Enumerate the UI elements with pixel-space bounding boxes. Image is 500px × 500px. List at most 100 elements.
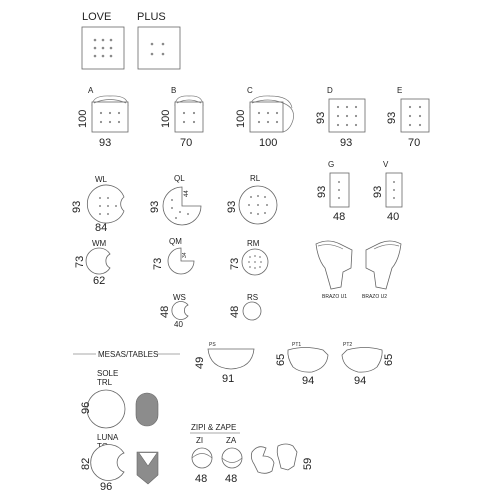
pouf-pt1-depth: 65 [275, 354, 287, 366]
round-rm-depth: 73 [229, 258, 241, 270]
zipi-height: 59 [302, 458, 314, 470]
pouf-pt1: PT1 65 94 [275, 342, 329, 387]
zipi-za-line [221, 457, 243, 463]
module-e-buttons [408, 105, 422, 127]
round-wl-width: 84 [95, 222, 107, 234]
zipi-za-shape [221, 447, 243, 469]
module-a-backrest-line [93, 99, 127, 104]
module-b-label: B [171, 86, 176, 95]
pouf-pt2: PT2 65 94 [341, 342, 395, 387]
round-ws-shape [171, 301, 189, 320]
module-d-buttons [336, 105, 358, 127]
round-ws-depth: 48 [159, 306, 171, 318]
pouf-ps-depth: 49 [194, 357, 206, 369]
round-ws: WS 48 40 [159, 293, 189, 329]
module-b-shape [174, 101, 204, 133]
zipi-side-a [250, 446, 275, 474]
table-sole-top [86, 389, 126, 429]
module-g-label: G [328, 160, 334, 169]
round-qm-depth: 73 [152, 258, 164, 270]
module-d-depth: 93 [315, 112, 327, 124]
plus-shape [137, 26, 181, 70]
module-g-depth: 93 [316, 186, 328, 198]
round-rs: RS 48 [229, 293, 262, 321]
pouf-ps-width: 91 [222, 373, 234, 385]
pouf-ps-shape [207, 348, 255, 370]
module-e-label: E [397, 86, 402, 95]
module-v-width: 40 [387, 211, 399, 223]
module-g-buttons [338, 181, 340, 199]
round-wm: WM 73 62 [74, 239, 111, 287]
round-ql: QL 44 93 [149, 174, 202, 226]
round-qm-shape [167, 247, 195, 275]
brazo-u2-line [373, 244, 400, 250]
table-luna-name: LUNA [97, 433, 119, 442]
zipi-side-b [276, 443, 298, 471]
round-wm-depth: 73 [74, 256, 86, 268]
pouf-pt1-width: 94 [302, 375, 314, 387]
round-qm-label: QM [169, 237, 182, 246]
table-luna-side [136, 451, 159, 485]
module-d-width: 93 [340, 137, 352, 149]
table-sole: SOLE TRL 96 [80, 369, 159, 429]
zipi-zi-shape [191, 447, 213, 469]
module-c-label: C [247, 86, 253, 95]
module-e-width: 70 [408, 137, 420, 149]
zipi-zape-title: ZIPI & ZAPE [191, 423, 236, 432]
table-luna: LUNA TQ 82 96 [80, 433, 159, 493]
module-b-backrest-line [176, 99, 202, 104]
round-wl-shape [87, 184, 125, 224]
module-g: G 93 48 [316, 160, 350, 223]
pouf-ps-label: PS [209, 342, 216, 348]
zipi-zi-width: 48 [195, 473, 207, 485]
round-wl: WL 93 84 [71, 175, 125, 234]
module-a-label: A [88, 86, 94, 95]
brazo-u1-line [317, 244, 344, 250]
love-title: LOVE [82, 11, 111, 23]
round-ql-inner: 44 [184, 190, 190, 197]
table-luna-top [90, 444, 125, 481]
module-c-shape [249, 101, 284, 133]
module-c-arm [282, 102, 294, 133]
brazo-u1: BRAZO U1 [315, 240, 353, 300]
round-rl-label: RL [250, 174, 261, 183]
module-a-back [91, 95, 129, 107]
table-sole-code: TRL [97, 378, 113, 387]
brazo-u2-shape [365, 240, 402, 290]
module-v-buttons [393, 181, 395, 199]
module-c: C 100 100 [235, 86, 294, 149]
pouf-pt1-label: PT1 [292, 342, 301, 348]
zipi-zi-line [191, 453, 213, 459]
round-ql-depth: 93 [149, 201, 161, 213]
round-wl-buttons [99, 197, 117, 215]
round-wl-label: WL [95, 175, 108, 184]
module-e-shape [400, 98, 430, 133]
round-ql-shape [162, 186, 202, 226]
brazo-u1-shape [315, 240, 353, 290]
module-c-buttons [257, 111, 279, 124]
module-a-width: 93 [99, 137, 111, 149]
round-ql-label: QL [174, 174, 185, 183]
round-qm-inner: 34 [182, 252, 188, 258]
plus-title: PLUS [137, 11, 166, 23]
zipi-zi: ZI 48 [191, 436, 213, 485]
module-c-width: 100 [259, 137, 277, 149]
pouf-pt2-width: 94 [354, 375, 366, 387]
pouf-pt2-label: PT2 [343, 342, 352, 348]
round-qm: QM 34 73 [152, 237, 195, 275]
round-ws-width: 40 [174, 320, 183, 329]
zipi-zape-header: ZIPI & ZAPE [190, 423, 240, 434]
round-rl-buttons [248, 195, 268, 215]
module-a: A 100 93 [77, 86, 129, 149]
round-rs-label: RS [247, 293, 258, 302]
round-wl-depth: 93 [71, 201, 83, 213]
table-sole-side [135, 392, 159, 427]
zipi-za-width: 48 [225, 473, 237, 485]
brazo-u1-label: BRAZO U1 [322, 294, 347, 300]
module-b-depth: 100 [160, 110, 172, 128]
table-luna-notch [138, 452, 158, 467]
module-v-depth: 93 [372, 186, 384, 198]
round-ws-label: WS [173, 293, 186, 302]
module-a-shape [91, 101, 129, 133]
pouf-ps: PS 49 91 [194, 342, 255, 385]
